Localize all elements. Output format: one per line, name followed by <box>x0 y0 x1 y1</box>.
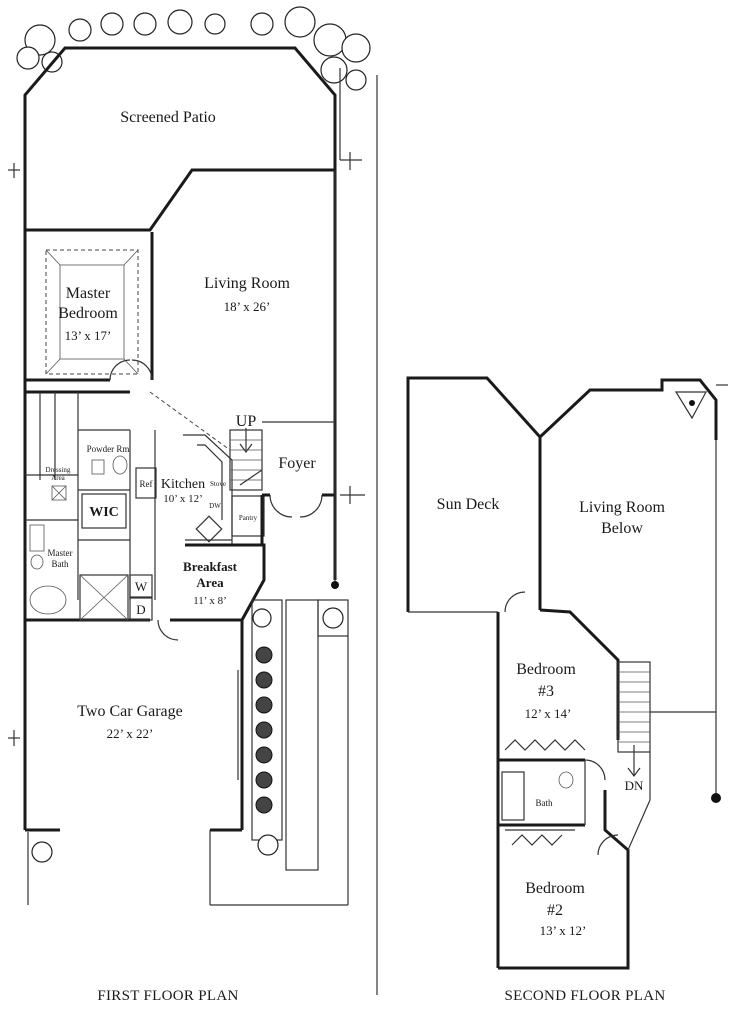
garage-dims: 22’ x 22’ <box>107 726 154 741</box>
washer-label: W <box>135 579 148 594</box>
trees-top <box>16 6 371 91</box>
dryer-label: D <box>136 602 145 617</box>
dressing-area-label-1: Dressing <box>46 466 71 474</box>
master-bedroom-label-1: Master <box>66 285 111 302</box>
kitchen-dims: 10’ x 12’ <box>163 493 203 505</box>
stairs-down-label: DN <box>625 778 644 793</box>
first-floor-caption: FIRST FLOOR PLAN <box>97 988 238 1004</box>
second-floor-caption: SECOND FLOOR PLAN <box>505 988 666 1004</box>
dressing-area-label-2: Area <box>51 474 65 482</box>
breakfast-label-2: Area <box>196 575 224 590</box>
garage-label: Two Car Garage <box>77 703 183 720</box>
wic-label: WIC <box>89 505 119 520</box>
foyer-label: Foyer <box>278 455 316 472</box>
bedroom2-label-1: Bedroom <box>525 880 585 897</box>
living-below-label-1: Living Room <box>579 499 665 516</box>
bath-label: Bath <box>536 798 553 808</box>
breakfast-dims: 11’ x 8’ <box>193 595 227 607</box>
master-bath-label-1: Master <box>48 548 73 558</box>
bedroom3-dims: 12’ x 14’ <box>525 706 572 721</box>
stove-label: Stove <box>210 480 226 488</box>
master-bedroom-label-2: Bedroom <box>58 305 118 322</box>
breakfast-label-1: Breakfast <box>183 559 238 574</box>
stairs-up-label: UP <box>236 413 257 430</box>
master-bath-label-2: Bath <box>52 559 69 569</box>
bedroom3-label-2: #3 <box>538 683 554 700</box>
living-room-dims: 18’ x 26’ <box>224 299 271 314</box>
bedroom2-label-2: #2 <box>547 902 563 919</box>
ref-label: Ref <box>140 479 153 489</box>
living-below-label-2: Below <box>601 520 643 537</box>
dw-label: DW <box>209 502 221 510</box>
powder-room-label: Powder Rm <box>87 444 130 454</box>
screened-patio-label: Screened Patio <box>120 109 216 126</box>
bedroom2-dims: 13’ x 12’ <box>540 923 587 938</box>
master-bedroom-dims: 13’ x 17’ <box>65 328 112 343</box>
kitchen-label: Kitchen <box>161 477 205 492</box>
pantry-label: Pantry <box>239 514 258 522</box>
bedroom3-label-1: Bedroom <box>516 661 576 678</box>
sun-deck-label: Sun Deck <box>437 496 500 513</box>
living-room-label: Living Room <box>204 275 290 292</box>
second-floor-plan: Sun Deck Living Room Below Bedroom #3 12… <box>406 376 728 1004</box>
first-floor-plan: Screened Patio Living Room 18’ x 26’ Mas… <box>8 6 371 1004</box>
